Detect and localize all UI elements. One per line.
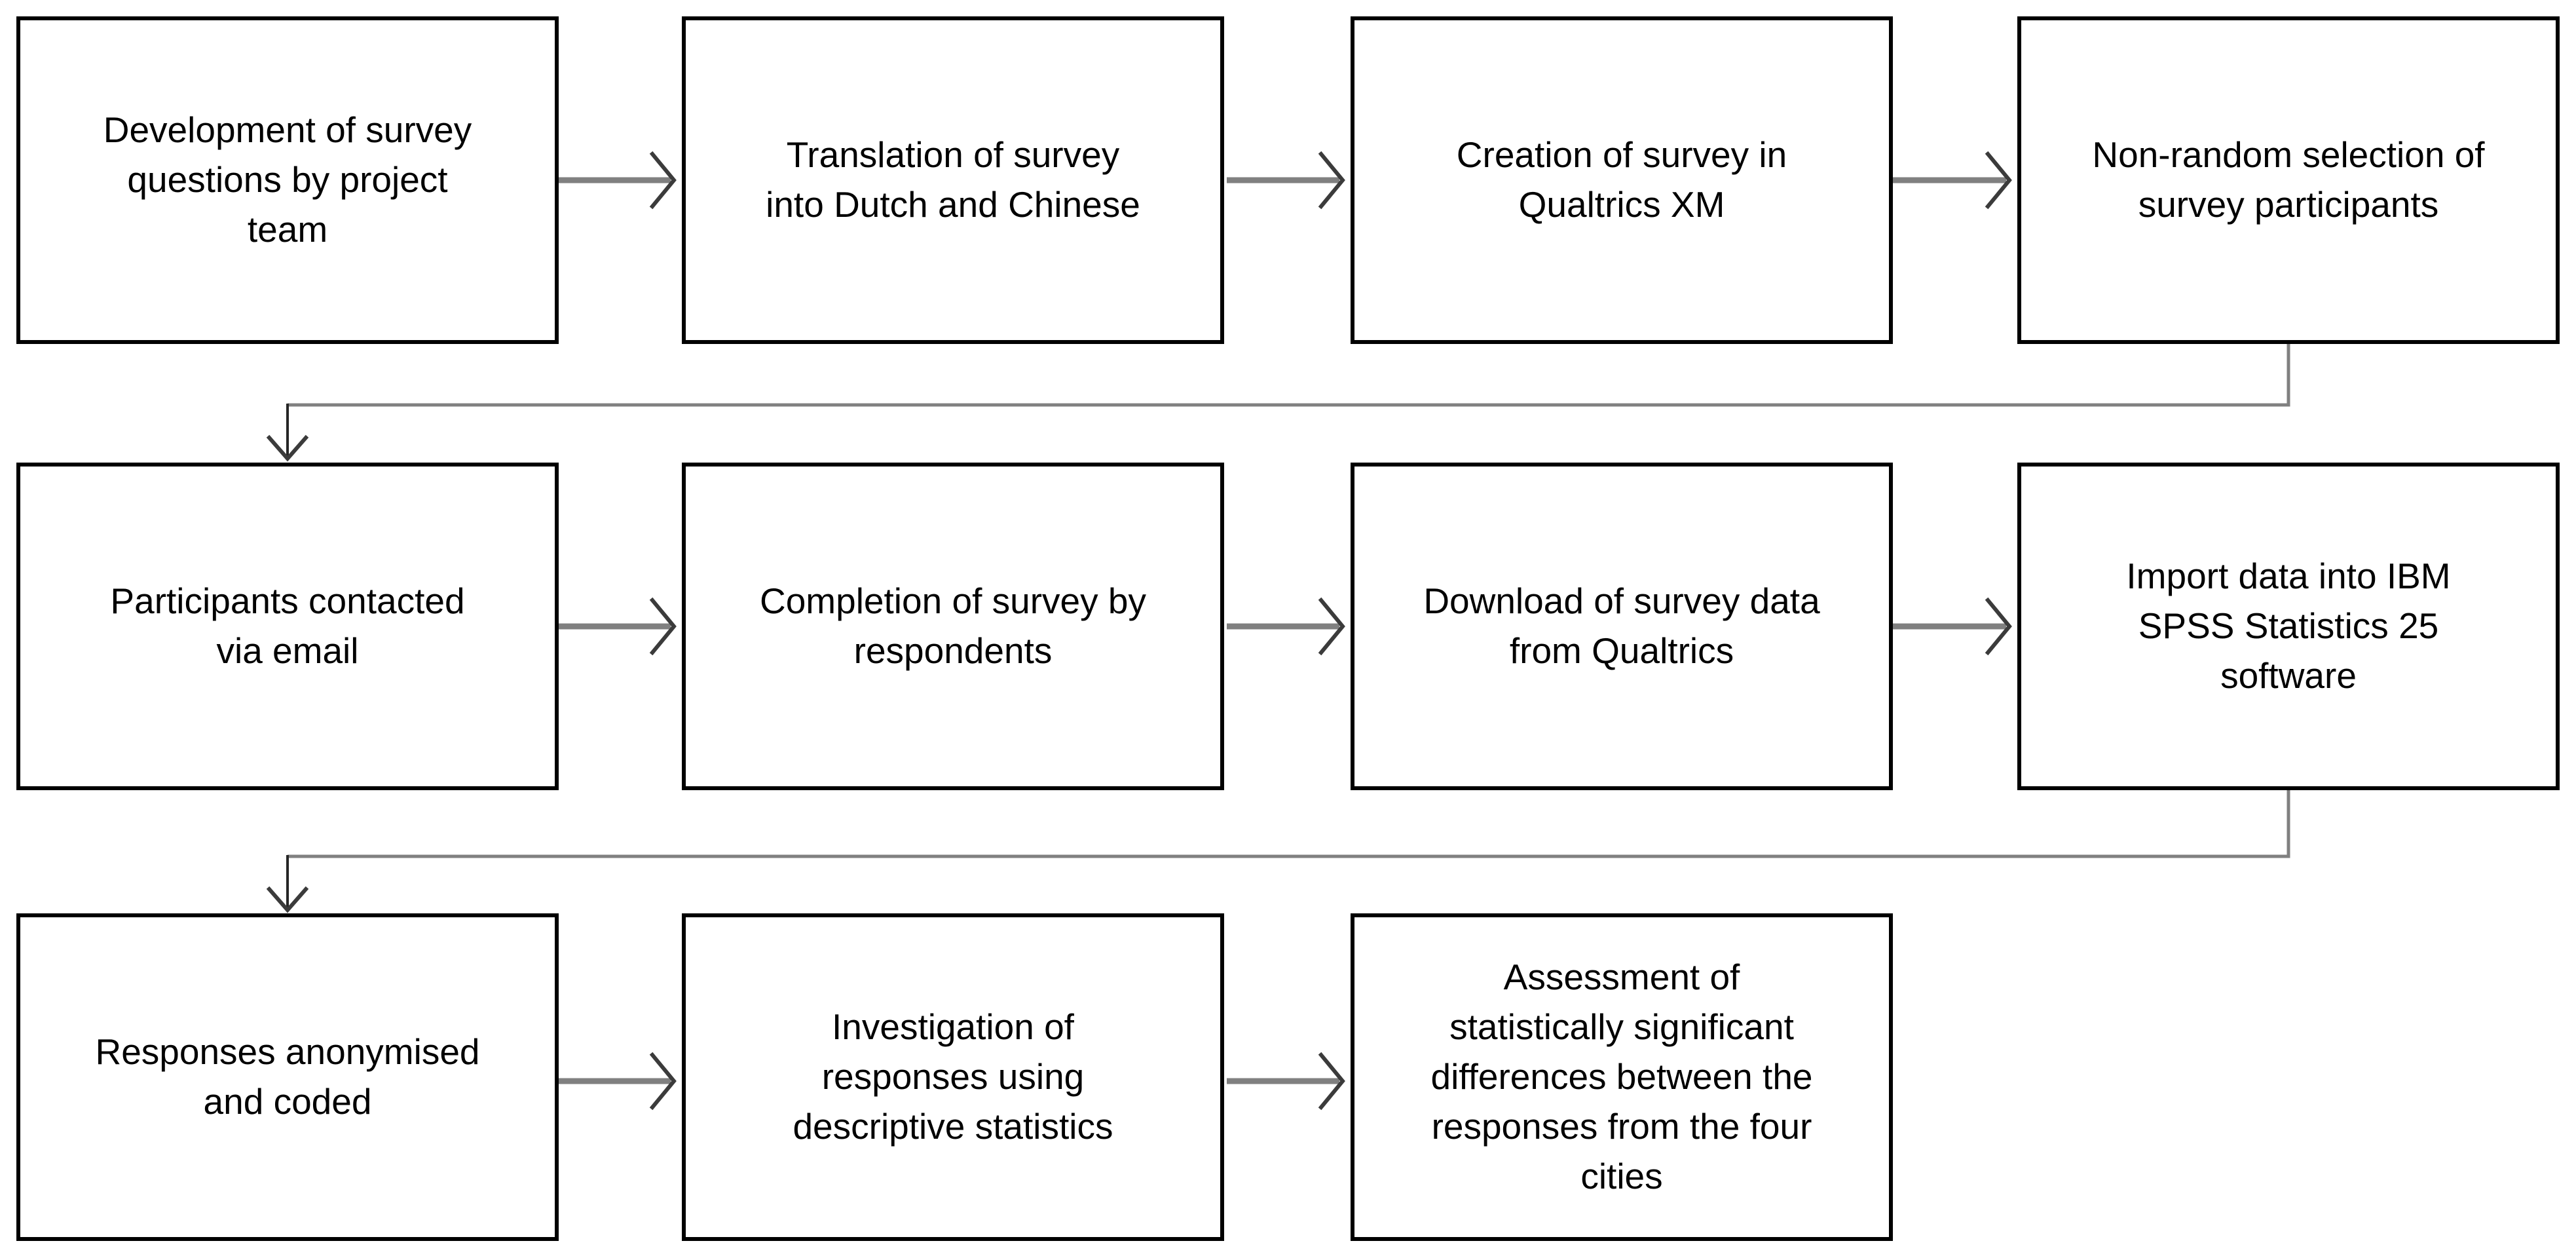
connector-10-11 (1227, 1052, 1345, 1111)
step-label-11: Assessment of statistically significant … (1430, 957, 1813, 1196)
connector-5-6 (559, 597, 677, 656)
step-label-8: Import data into IBM SPSS Statistics 25 … (2126, 556, 2451, 696)
step-label-5: Participants contacted via email (110, 581, 465, 671)
step-label-2: Translation of survey into Dutch and Chi… (766, 134, 1140, 225)
connector-9-10 (559, 1052, 677, 1111)
step-box-3: Creation of survey in Qualtrics XM (1351, 16, 1893, 344)
step-label-9: Responses anonymised and coded (95, 1031, 480, 1122)
step-label-6: Completion of survey by respondents (760, 581, 1146, 671)
step-box-2: Translation of survey into Dutch and Chi… (682, 16, 1224, 344)
step-label-4: Non-random selection of survey participa… (2092, 134, 2485, 225)
connector-6-7 (1227, 597, 1345, 656)
connector-7-8 (1892, 597, 2012, 656)
step-box-4: Non-random selection of survey participa… (2017, 16, 2560, 344)
connector-3-4 (1892, 151, 2012, 210)
step-box-7: Download of survey data from Qualtrics (1351, 463, 1893, 790)
step-box-10: Investigation of responses using descrip… (682, 913, 1224, 1241)
connector-4-5 (266, 342, 2290, 462)
connector-2-3 (1227, 151, 1345, 210)
step-label-1: Development of survey questions by proje… (103, 109, 472, 250)
connector-8-9 (266, 788, 2290, 913)
step-box-6: Completion of survey by respondents (682, 463, 1224, 790)
step-box-5: Participants contacted via email (16, 463, 559, 790)
step-box-9: Responses anonymised and coded (16, 913, 559, 1241)
step-box-1: Development of survey questions by proje… (16, 16, 559, 344)
connector-1-2 (559, 151, 677, 210)
step-box-11: Assessment of statistically significant … (1351, 913, 1893, 1241)
step-label-3: Creation of survey in Qualtrics XM (1456, 134, 1787, 225)
step-label-10: Investigation of responses using descrip… (793, 1006, 1113, 1147)
step-box-8: Import data into IBM SPSS Statistics 25 … (2017, 463, 2560, 790)
step-label-7: Download of survey data from Qualtrics (1423, 581, 1820, 671)
